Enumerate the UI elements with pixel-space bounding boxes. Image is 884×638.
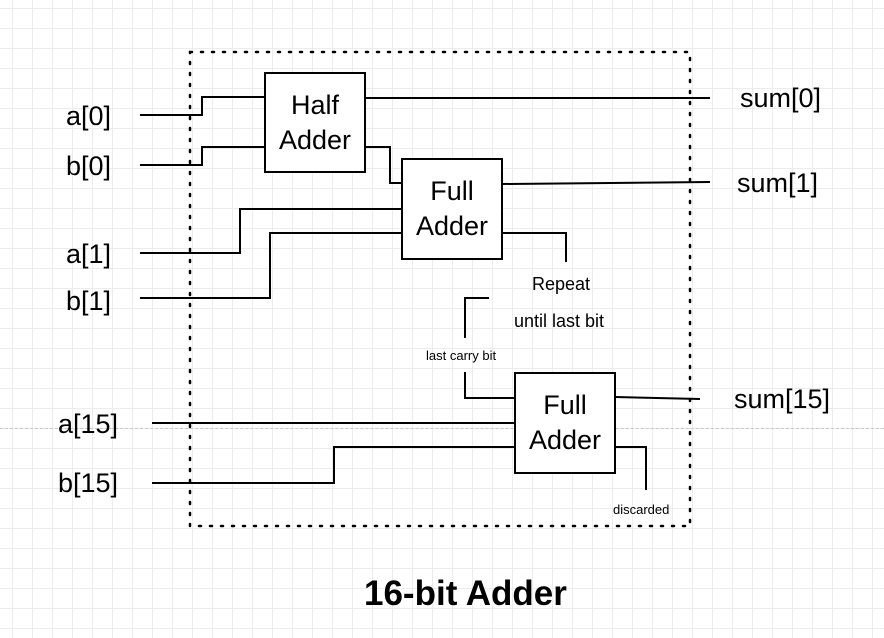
half-adder-label-line2: Adder <box>278 124 352 155</box>
full-adder-15-label-line2: Adder <box>528 425 602 455</box>
wire-b0 <box>140 146 265 166</box>
wire-discarded <box>615 446 647 490</box>
guide-line <box>0 428 884 429</box>
wire-a1 <box>140 208 402 254</box>
wire-last-carry <box>464 297 489 338</box>
repeat-note: Repeat <box>532 274 591 294</box>
output-sum0-label: sum[0] <box>740 83 822 113</box>
full-adder-15-label-line1: Full <box>543 390 587 420</box>
input-a1-label: a[1] <box>66 239 112 269</box>
diagram-title: 16-bit Adder <box>364 574 567 613</box>
discarded-note: discarded <box>613 502 670 517</box>
input-a0-label: a[0] <box>66 101 112 131</box>
wire-carry1 <box>502 232 567 262</box>
half-adder-label-line1: Half <box>290 89 339 120</box>
wire-b1 <box>140 232 402 299</box>
input-a15-label: a[15] <box>58 409 119 439</box>
adder-boundary <box>188 50 692 528</box>
wire-b15 <box>152 446 515 484</box>
half-adder-block: Half Adder <box>264 72 366 173</box>
full-adder-15-block: Full Adder <box>514 372 616 474</box>
until-last-bit-note: until last bit <box>514 311 605 331</box>
wire-carry0 <box>365 146 402 184</box>
output-sum1-label: sum[1] <box>737 168 819 198</box>
wire-sum1 <box>501 181 711 185</box>
full-adder-1-label-line1: Full <box>430 176 474 206</box>
input-b1-label: b[1] <box>66 286 112 316</box>
output-sum15-label: sum[15] <box>734 384 831 414</box>
wire-sum15 <box>614 396 701 400</box>
wire-a0 <box>140 96 265 116</box>
input-b0-label: b[0] <box>66 151 112 181</box>
full-adder-1-block: Full Adder <box>401 158 503 260</box>
input-b15-label: b[15] <box>58 468 119 498</box>
last-carry-bit-note: last carry bit <box>426 348 497 363</box>
wire-last-carry-in <box>464 372 515 399</box>
full-adder-1-label-line2: Adder <box>415 211 489 241</box>
